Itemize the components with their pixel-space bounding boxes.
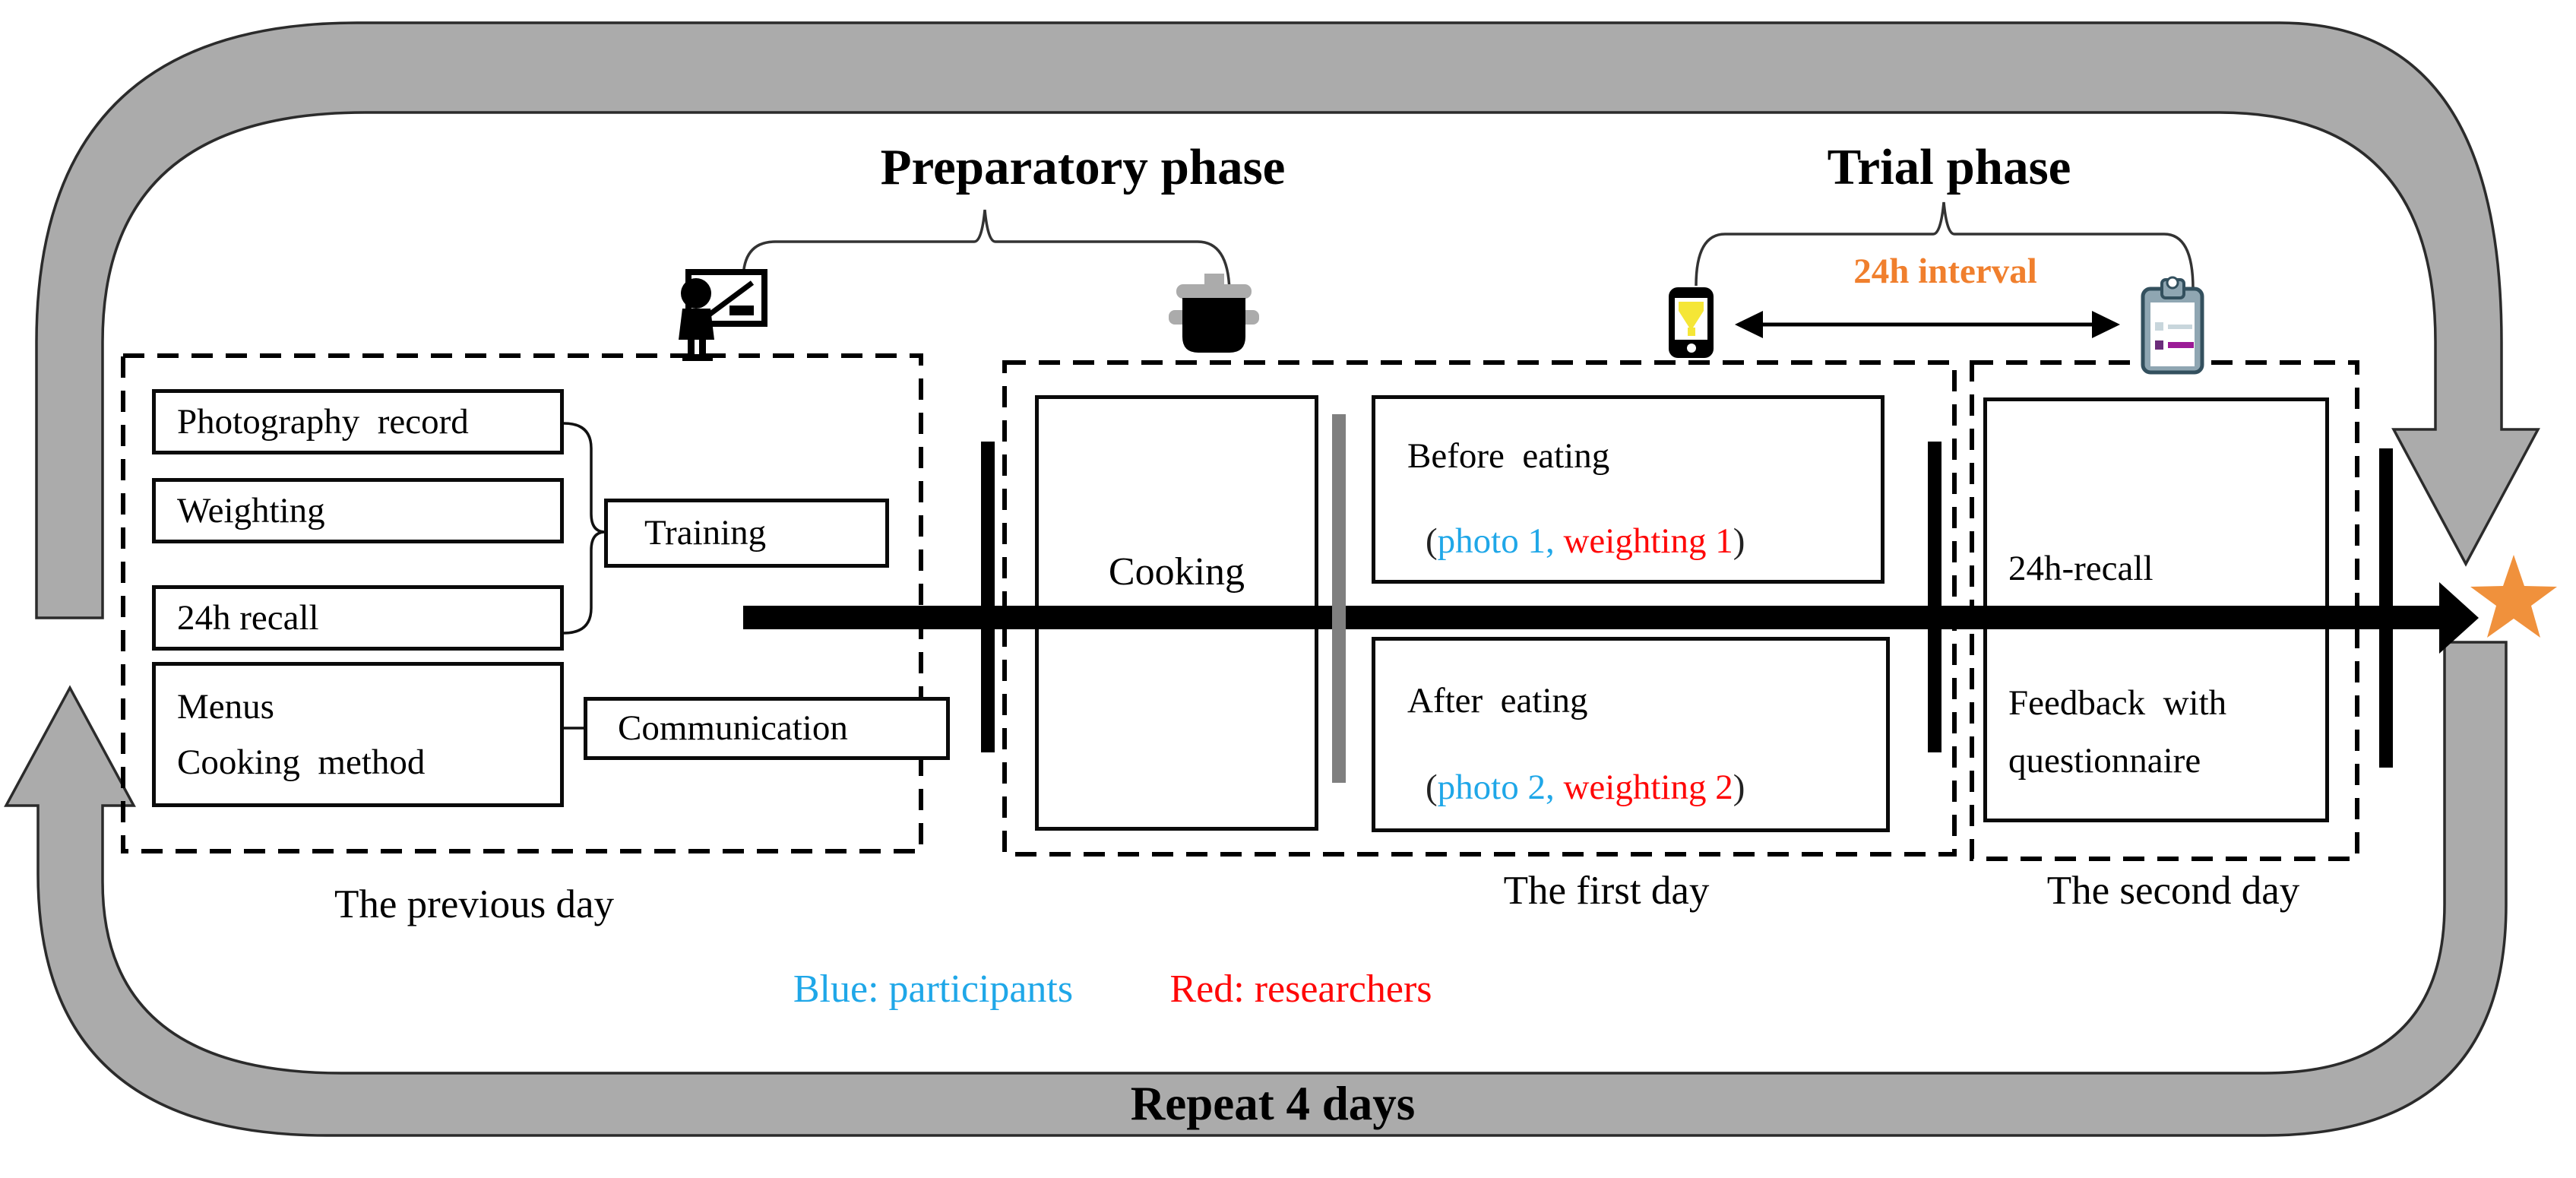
cooking-pot-icon xyxy=(1169,274,1259,353)
recall-label: 24h recall xyxy=(177,597,319,638)
menus-line2: Cooking method xyxy=(177,742,426,782)
interval-arrow-left-head xyxy=(1735,311,1763,338)
menus-box: Menus Cooking method xyxy=(152,662,564,807)
weighting1-label: weighting 1 xyxy=(1554,521,1733,562)
presenter-icon xyxy=(679,269,767,361)
after-eating-box: After eating (photo 2, weighting 2) xyxy=(1372,637,1890,832)
day-separator-1 xyxy=(981,442,995,752)
after-eating-title: After eating xyxy=(1407,681,1588,720)
day-separator-2 xyxy=(1928,442,1941,752)
preparatory-phase-title: Preparatory phase xyxy=(880,139,1286,195)
training-label: Training xyxy=(644,513,767,553)
star-icon xyxy=(2470,555,2557,638)
second-day-label: The second day xyxy=(2046,869,2300,913)
cooking-box: Cooking xyxy=(1035,395,1318,831)
photography-record-label: Photography record xyxy=(177,401,469,442)
trial-phase-title: Trial phase xyxy=(1827,139,2071,195)
before-eating-box: Before eating (photo 1, weighting 1) xyxy=(1372,395,1885,584)
timeline-arrowhead xyxy=(2439,582,2479,654)
interval-label: 24h interval xyxy=(1853,252,2037,291)
training-bracket xyxy=(563,422,605,635)
clipboard-icon xyxy=(2141,276,2204,375)
cooking-label: Cooking xyxy=(1108,550,1245,594)
photo2-label: photo 2, xyxy=(1437,768,1555,808)
repeat-label: Repeat 4 days xyxy=(1130,1077,1416,1130)
smartphone-icon xyxy=(1669,287,1714,358)
photo1-label: photo 1, xyxy=(1437,521,1555,562)
weighting-box: Weighting xyxy=(152,478,564,543)
recall-24h-label: 24h-recall xyxy=(2008,549,2154,588)
communication-box: Communication xyxy=(584,697,950,760)
after-eating-detail: (photo 2, weighting 2) xyxy=(1426,768,1745,808)
training-box: Training xyxy=(604,499,889,568)
photography-record-box: Photography record xyxy=(152,389,564,454)
interval-arrow-right-head xyxy=(2092,311,2120,338)
before-eating-detail: (photo 1, weighting 1) xyxy=(1426,521,1745,562)
legend-red: Red: researchers xyxy=(1169,967,1432,1011)
weighting-label: Weighting xyxy=(177,490,325,530)
day-separator-3 xyxy=(2379,448,2393,768)
menus-line1: Menus xyxy=(177,686,274,727)
before-eating-title: Before eating xyxy=(1407,436,1610,476)
preparatory-brace xyxy=(742,209,1231,296)
meal-separator-gray-bar xyxy=(1332,414,1346,783)
weighting2-label: weighting 2 xyxy=(1554,768,1733,808)
first-day-label: The first day xyxy=(1503,869,1710,913)
recall-box: 24h recall xyxy=(152,585,564,651)
previous-day-label: The previous day xyxy=(334,882,614,926)
legend-blue: Blue: participants xyxy=(793,967,1074,1011)
communication-label: Communication xyxy=(618,708,848,749)
